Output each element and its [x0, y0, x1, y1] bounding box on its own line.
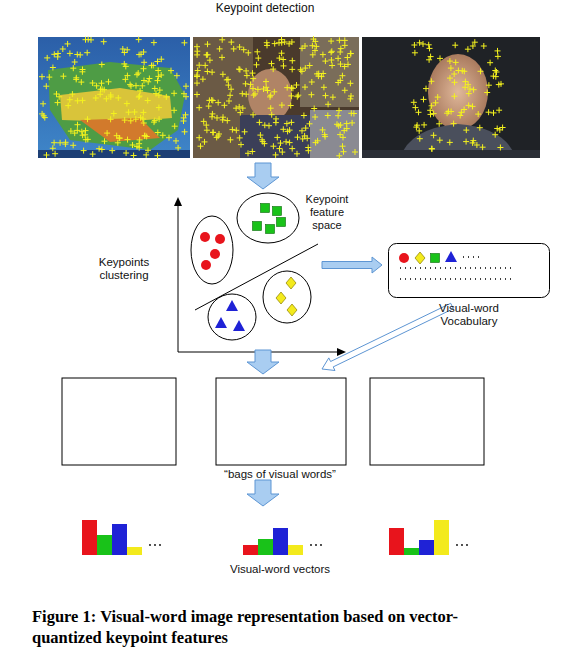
label: Keypoints clustering: [92, 256, 156, 282]
bag-boxes: [62, 378, 484, 465]
keypoint-crosses: [39, 36, 506, 159]
histograms: [82, 520, 468, 555]
red-circle: [210, 249, 220, 259]
histogram-bar: [404, 548, 419, 555]
flow-arrow: [247, 350, 279, 374]
red-circle: [215, 234, 225, 244]
flow-arrow: [247, 480, 279, 506]
keypoint-cross: [194, 36, 358, 159]
label: “bags of visual words”: [180, 468, 380, 481]
red-circle: [399, 253, 409, 263]
histogram-bar: [434, 520, 449, 555]
ellipsis-dot: [456, 544, 458, 546]
histogram-bar: [258, 539, 273, 555]
histogram-bar: [112, 524, 127, 555]
histogram-bar: [389, 528, 404, 555]
label: Visual-word vectors: [180, 563, 380, 576]
ellipsis-dot: [466, 544, 468, 546]
blue-triangle: [226, 300, 238, 311]
green-square: [273, 207, 282, 216]
flow-arrow: [322, 303, 453, 370]
vocabulary-box: Visual-word Vocabulary: [388, 243, 550, 330]
photo-map: [38, 37, 190, 158]
ellipsis-dot: [149, 544, 151, 546]
yellow-diamond: [276, 292, 286, 304]
keypoint-cross: [411, 39, 506, 152]
ellipsis-dot: [159, 544, 161, 546]
histogram-bar: [243, 545, 258, 555]
label: Keypoint feature space: [300, 193, 354, 232]
blue-triangle: [233, 320, 245, 331]
ellipsis-dots: [400, 257, 511, 279]
ellipsis-dot: [154, 544, 156, 546]
histogram-bar: [97, 535, 112, 555]
blue-triangle: [445, 251, 457, 262]
ellipsis-dot: [320, 544, 322, 546]
photo-scene: [193, 37, 359, 158]
keypoint-cross: [39, 37, 189, 159]
ellipsis-dot: [310, 544, 312, 546]
label: Keypoint detection: [210, 2, 320, 15]
flow-arrow: [322, 257, 382, 273]
histogram-bar: [288, 545, 303, 555]
red-circle: [200, 232, 210, 242]
vocabulary-outline: [388, 243, 550, 298]
red-circle: [201, 260, 211, 270]
rounded-border: [389, 244, 550, 298]
green-square: [277, 218, 286, 227]
histogram-bar: [273, 528, 288, 555]
histogram-bar: [127, 547, 142, 555]
green-square: [253, 222, 262, 231]
green-square: [266, 225, 275, 234]
yellow-diamond: [287, 304, 297, 316]
yellow-diamond: [286, 277, 296, 289]
green-square: [431, 254, 440, 263]
blue-triangle: [215, 317, 227, 328]
ellipsis-dot: [461, 544, 463, 546]
histogram-bar: [82, 520, 97, 555]
yellow-diamond: [415, 252, 425, 264]
flow-arrow: [247, 163, 279, 189]
photo-person: [362, 37, 540, 158]
flow-arrows: [247, 163, 453, 506]
cluster-ellipses: [191, 193, 311, 340]
axis-arrowhead: [174, 197, 182, 206]
node-label: Visual-word Vocabulary: [419, 302, 519, 328]
histogram-bar: [419, 540, 434, 555]
ellipsis-dot: [315, 544, 317, 546]
figure-caption: Figure 1: Visual-word image representati…: [32, 606, 522, 648]
green-square: [261, 204, 270, 213]
